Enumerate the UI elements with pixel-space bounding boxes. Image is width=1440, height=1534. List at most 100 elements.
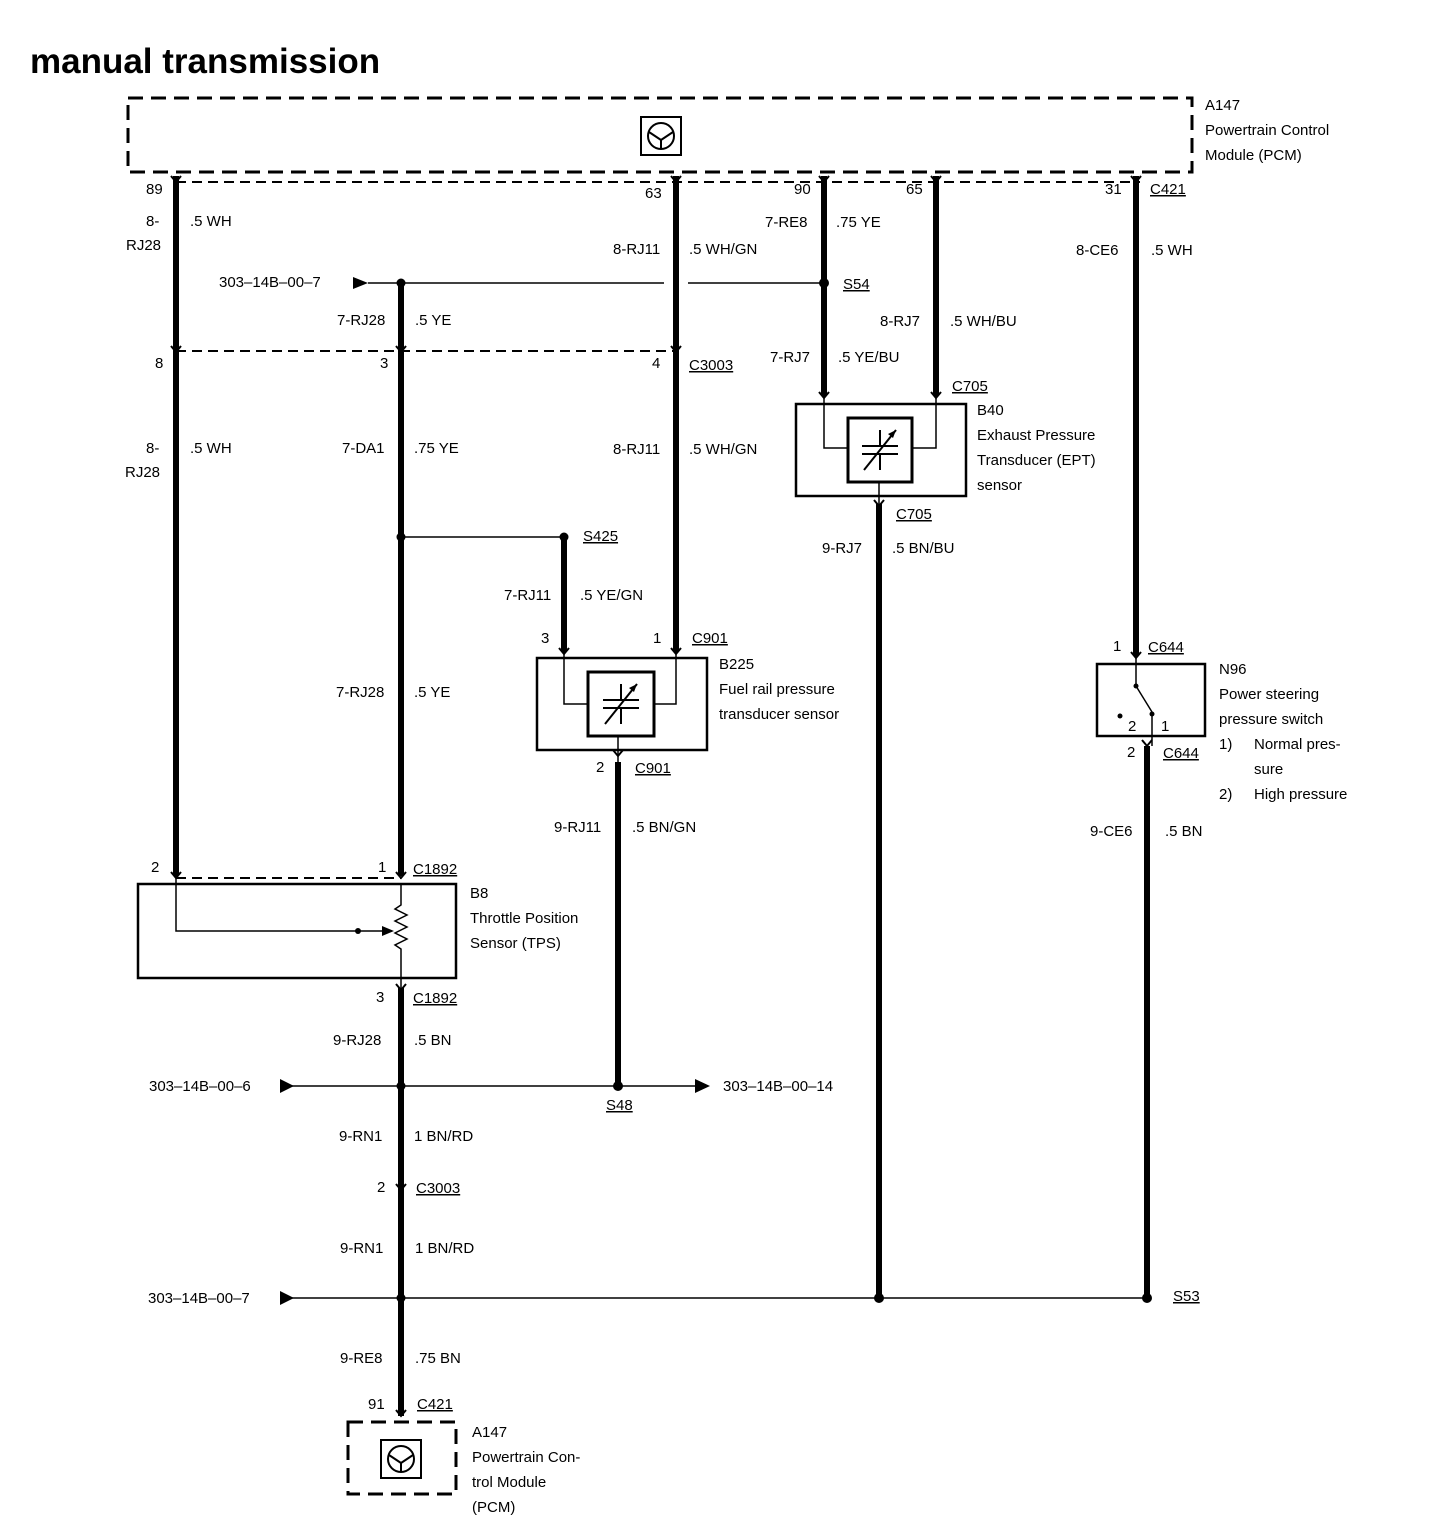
splice-s53-label: S53 — [1173, 1288, 1200, 1305]
ept-transducer-symbol — [846, 416, 914, 484]
pcm-top-name-2: Module (PCM) — [1205, 147, 1302, 164]
splice-dot-s425 — [559, 532, 569, 542]
connector-c3003-bottom: C3003 — [416, 1180, 460, 1197]
connector-chevron — [395, 1183, 407, 1192]
wire-spec: .5 WH — [1151, 242, 1193, 259]
tps-name-1: Throttle Position — [470, 910, 578, 927]
splice-s48-label: S48 — [606, 1097, 633, 1114]
wire-code: RJ28 — [126, 237, 161, 254]
pin-1-c901: 1 — [653, 630, 661, 647]
wire-spec: .5 YE — [415, 312, 451, 329]
tps-ref: B8 — [470, 885, 488, 902]
tps-name-2: Sensor (TPS) — [470, 935, 561, 952]
psp-note-1-number: 1) — [1219, 736, 1232, 753]
tps-sensor-box — [136, 882, 458, 980]
connector-c705-bottom: C705 — [896, 506, 932, 523]
pin-65: 65 — [906, 181, 923, 198]
psp-switch-box — [1095, 662, 1207, 738]
pin-1-c644: 1 — [1113, 638, 1121, 655]
wire-spec: .5 YE — [414, 684, 450, 701]
frp-name-1: Fuel rail pressure — [719, 681, 835, 698]
pcm-bottom-ref: A147 — [472, 1424, 507, 1441]
wire-code: 9-CE6 — [1090, 823, 1133, 840]
ept-inner-wire-right — [912, 396, 937, 449]
connector-chevron — [930, 175, 942, 184]
ept-variable-capacitor-icon — [862, 429, 898, 471]
wire-code: 8-RJ7 — [880, 313, 920, 330]
ref-s48-out: 303–14B–00–14 — [723, 1078, 833, 1095]
pin-8: 8 — [155, 355, 163, 372]
psp-note-2-number: 2) — [1219, 786, 1232, 803]
connector-chevron — [1141, 739, 1153, 748]
wire-spec: .5 BN — [1165, 823, 1203, 840]
pcm-top-ref: A147 — [1205, 97, 1240, 114]
pin-4: 4 — [652, 355, 660, 372]
pin-31: 31 — [1105, 181, 1122, 198]
wire-spec: .5 YE/BU — [838, 349, 899, 366]
wire-code: 7-RJ28 — [337, 312, 385, 329]
psp-note-1b: sure — [1254, 761, 1283, 778]
connector-chevron — [1130, 175, 1142, 184]
pin-63: 63 — [645, 185, 662, 202]
wire-spec: .5 BN/GN — [632, 819, 696, 836]
wire-code: 7-RJ7 — [770, 349, 810, 366]
wire-code: 7-RJ11 — [504, 587, 551, 604]
pin-1-c1892: 1 — [378, 859, 386, 876]
splice-dot-s54 — [819, 278, 829, 288]
pcm-bottom-icon — [380, 1439, 422, 1479]
page-title: manual transmission — [30, 42, 380, 81]
wire-spec: .5 WH — [190, 213, 232, 230]
pin-2-c1892: 2 — [151, 859, 159, 876]
pcm-top-name-1: Powertrain Control — [1205, 122, 1329, 139]
pcm-bottom-module-box — [346, 1420, 458, 1496]
splice-dot-s48 — [613, 1081, 623, 1091]
pcm-bottom-name-2: trol Module — [472, 1474, 546, 1491]
tps-wiper-lead — [175, 876, 358, 932]
connector-chevron — [395, 345, 407, 354]
ept-sensor-box — [794, 402, 968, 498]
wire-spec: .75 YE — [414, 440, 459, 457]
psp-ref: N96 — [1219, 661, 1247, 678]
frp-variable-capacitor-icon — [603, 683, 639, 725]
splice-dot-s425-left — [396, 532, 406, 542]
wire-code: 8- — [146, 440, 159, 457]
wire-spec: .5 BN/BU — [892, 540, 955, 557]
pin-91: 91 — [368, 1396, 385, 1413]
psp-switch-contact-icon — [1117, 656, 1155, 746]
ref-arrow-s53 — [280, 1291, 294, 1305]
wire-code: 7-RJ28 — [336, 684, 384, 701]
frp-transducer-symbol — [586, 670, 656, 738]
wire-code: 9-RJ28 — [333, 1032, 381, 1049]
connector-c901-top: C901 — [692, 630, 728, 647]
wire-spec: .75 BN — [415, 1350, 461, 1367]
pin-89: 89 — [146, 181, 163, 198]
connector-chevron — [395, 983, 407, 992]
psp-note-2: High pressure — [1254, 786, 1347, 803]
frp-ref: B225 — [719, 656, 754, 673]
connector-chevron — [670, 345, 682, 354]
tps-resistor-icon — [393, 884, 409, 988]
ref-arrow-s54 — [353, 277, 368, 289]
connector-chevron — [818, 175, 830, 184]
ept-ref: B40 — [977, 402, 1004, 419]
psp-name-1: Power steering — [1219, 686, 1319, 703]
frp-name-2: transducer sensor — [719, 706, 839, 723]
splice-s425-label: S425 — [583, 528, 618, 545]
wire-code: 8-RJ11 — [613, 441, 660, 458]
switch-contact-2: 2 — [1128, 718, 1136, 735]
splice-dot-s48-left — [396, 1081, 406, 1091]
frp-inner-wire-left — [563, 652, 588, 705]
wire-code: 9-RN1 — [340, 1240, 383, 1257]
connector-chevron — [670, 175, 682, 184]
pin-3-c901: 3 — [541, 630, 549, 647]
splice-dot-s53-left — [396, 1293, 406, 1303]
connector-c705-top: C705 — [952, 378, 988, 395]
frp-sensor-box — [535, 656, 709, 752]
wire-spec: .5 WH — [190, 440, 232, 457]
connector-c3003-top: C3003 — [689, 357, 733, 374]
wire-code: 9-RN1 — [339, 1128, 382, 1145]
connector-c644-top: C644 — [1148, 639, 1184, 656]
connector-c1892-bottom: C1892 — [413, 990, 457, 1007]
wire-code: 9-RE8 — [340, 1350, 383, 1367]
splice-dot-s54-left — [396, 278, 406, 288]
